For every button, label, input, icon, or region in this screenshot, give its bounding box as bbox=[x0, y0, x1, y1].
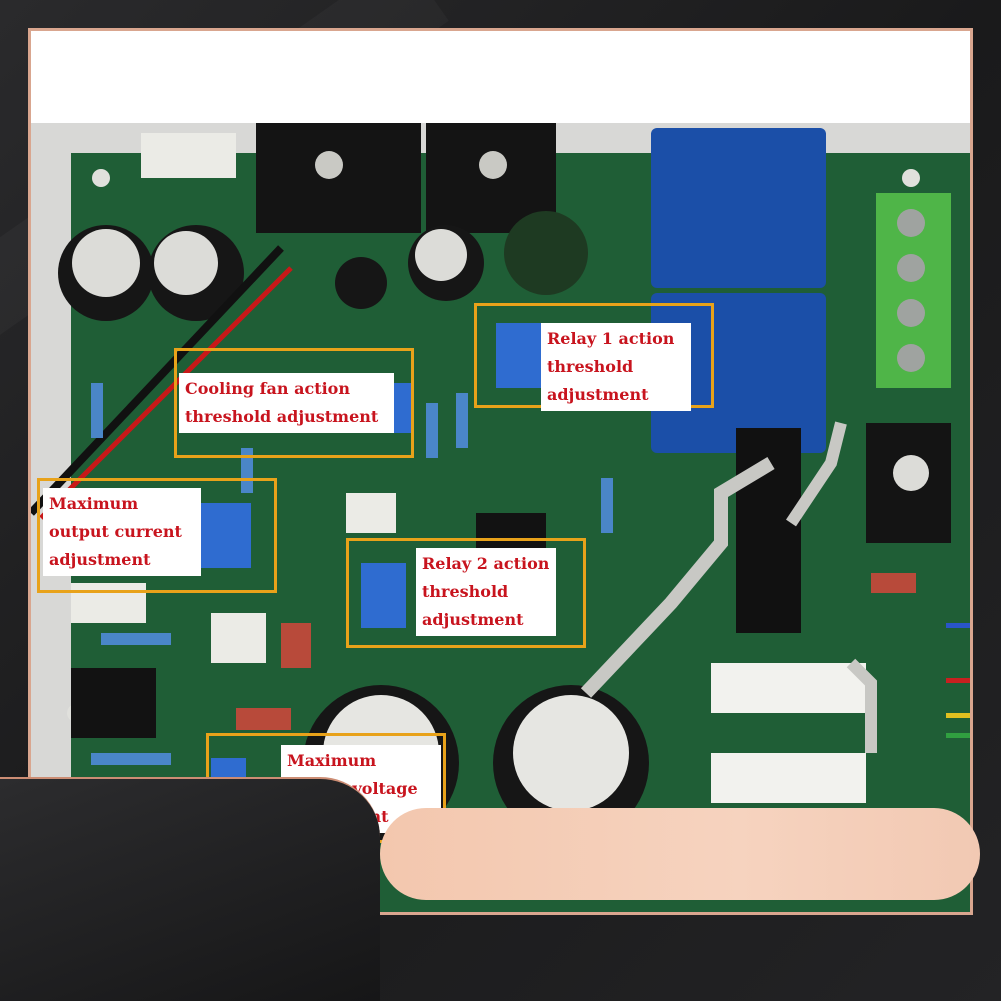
trimmer-pot bbox=[361, 563, 406, 628]
capacitor bbox=[335, 257, 387, 309]
trimmer-pot bbox=[196, 503, 251, 568]
wire bbox=[946, 623, 970, 628]
mounting-hole bbox=[902, 169, 920, 187]
capacitor bbox=[504, 211, 588, 295]
resistor bbox=[91, 383, 103, 438]
mounting-hole bbox=[92, 169, 110, 187]
trimmer-pot bbox=[496, 323, 546, 388]
resistor bbox=[91, 753, 171, 765]
transistor bbox=[893, 455, 929, 491]
callout-relay2-label: Relay 2 action threshold adjustment bbox=[416, 548, 556, 636]
relay-2 bbox=[651, 293, 826, 453]
capacitor-top bbox=[154, 231, 218, 295]
wire bbox=[946, 678, 970, 683]
connector bbox=[71, 583, 146, 623]
resistor bbox=[426, 403, 438, 458]
callout-current-box bbox=[37, 478, 277, 593]
red-wire bbox=[39, 266, 293, 520]
wire bbox=[946, 713, 970, 718]
solder-trace bbox=[580, 456, 775, 698]
connector bbox=[141, 133, 236, 178]
callout-relay1-label: Relay 1 action threshold adjustment bbox=[541, 323, 691, 411]
film-capacitor bbox=[871, 573, 916, 593]
capacitor-top bbox=[72, 229, 140, 297]
film-capacitor bbox=[236, 708, 291, 730]
black-wire bbox=[31, 245, 284, 516]
solder-trace bbox=[846, 658, 877, 753]
power-resistor bbox=[711, 663, 866, 713]
terminal-screw bbox=[897, 254, 925, 282]
resistor bbox=[456, 393, 468, 448]
resistor bbox=[101, 633, 171, 645]
capacitor-top bbox=[415, 229, 467, 281]
terminal-screw bbox=[897, 299, 925, 327]
capacitor-large-top bbox=[513, 695, 629, 811]
terminal-screw bbox=[897, 344, 925, 372]
solder-trace bbox=[786, 421, 847, 527]
bridge-rectifier bbox=[736, 428, 801, 633]
power-resistor bbox=[711, 753, 866, 803]
callout-fan-box bbox=[174, 348, 414, 458]
ic-chip bbox=[71, 668, 156, 738]
relay-1 bbox=[651, 128, 826, 288]
wire bbox=[946, 733, 970, 738]
decorative-pill-banner bbox=[380, 808, 980, 900]
callout-fan-label: Cooling fan action threshold adjustment bbox=[179, 373, 394, 433]
heatsink bbox=[256, 123, 421, 233]
connector bbox=[346, 493, 396, 533]
resistor bbox=[601, 478, 613, 533]
film-capacitor bbox=[281, 623, 311, 668]
terminal-screw bbox=[897, 209, 925, 237]
callout-relay2-box bbox=[346, 538, 586, 648]
callout-current-label: Maximum output current adjustment bbox=[43, 488, 201, 576]
decorative-corner-panel bbox=[0, 777, 380, 1001]
connector bbox=[211, 613, 266, 663]
heatsink-screw bbox=[479, 151, 507, 179]
resistor bbox=[241, 448, 253, 493]
heatsink-screw bbox=[315, 151, 343, 179]
